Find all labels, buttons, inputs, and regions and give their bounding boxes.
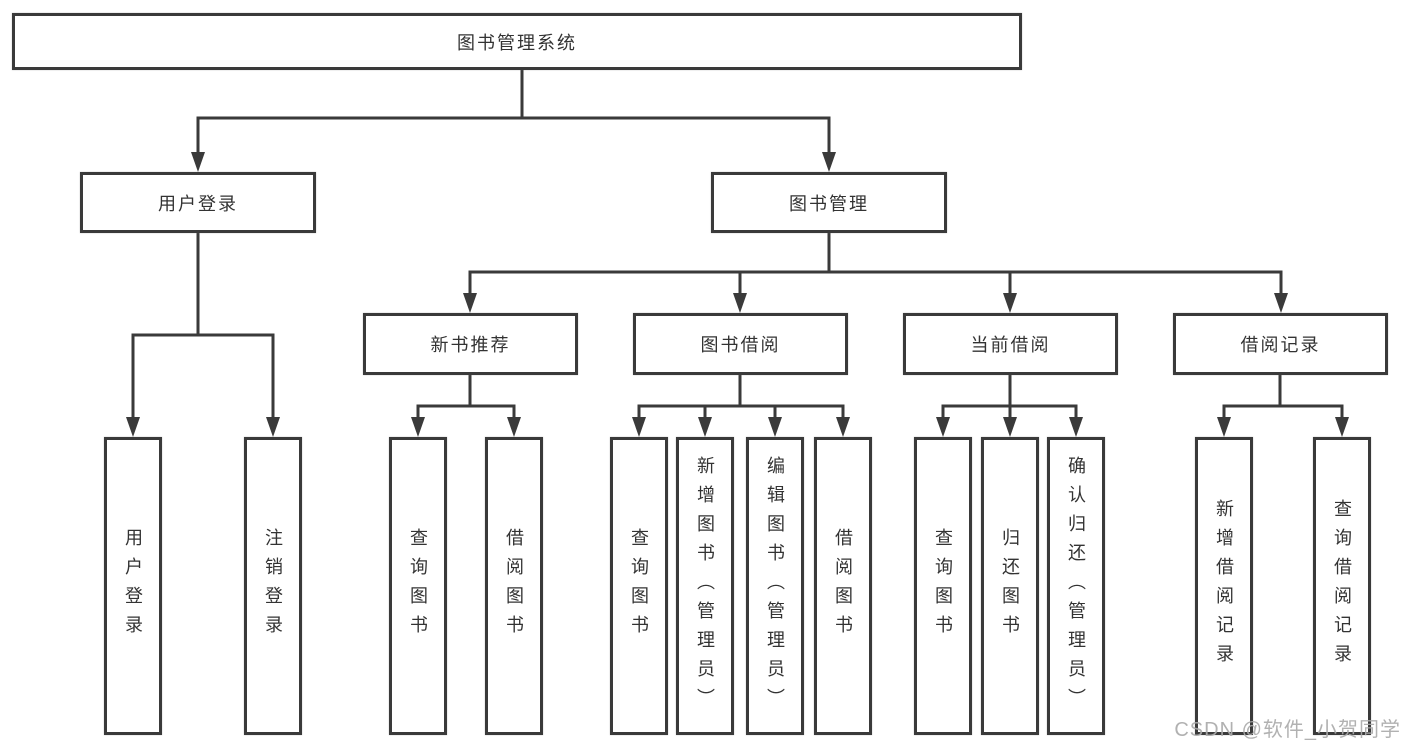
leaf-label: 编辑图书（管理员）	[765, 455, 785, 717]
node-user-login: 用户登录	[80, 172, 316, 233]
node-label: 图书管理	[789, 193, 869, 214]
leaf-edit-books-admin: 编辑图书（管理员）	[746, 437, 804, 735]
leaf-label: 用户登录	[123, 528, 143, 644]
leaf-borrowing-borrow-books: 借阅图书	[814, 437, 872, 735]
leaf-label: 归还图书	[1000, 528, 1020, 644]
leaf-label: 查询图书	[629, 528, 649, 644]
leaf-label: 注销登录	[263, 528, 283, 644]
node-book-management: 图书管理	[711, 172, 947, 233]
node-library-management-system: 图书管理系统	[12, 13, 1022, 70]
node-label: 图书借阅	[700, 335, 781, 355]
leaf-borrowing-query-books: 查询图书	[610, 437, 668, 735]
leaf-label: 新增借阅记录	[1214, 499, 1234, 673]
leaf-label: 查询图书	[933, 528, 953, 644]
node-borrowing-records: 借阅记录	[1173, 313, 1388, 375]
leaf-add-books-admin: 新增图书（管理员）	[676, 437, 734, 735]
leaf-label: 确认归还（管理员）	[1066, 455, 1086, 717]
node-new-book-recommendation: 新书推荐	[363, 313, 578, 375]
node-label: 新书推荐	[430, 335, 511, 355]
node-label: 用户登录	[158, 193, 238, 214]
node-label: 图书管理系统	[457, 32, 577, 53]
node-book-borrowing: 图书借阅	[633, 313, 848, 375]
leaf-label: 查询借阅记录	[1332, 499, 1352, 673]
tree-edges	[131, 70, 1344, 423]
leaf-query-borrow-record: 查询借阅记录	[1313, 437, 1371, 735]
leaf-add-borrow-record: 新增借阅记录	[1195, 437, 1253, 735]
leaf-recommend-borrow-books: 借阅图书	[485, 437, 543, 735]
csdn-watermark: CSDN @软件_小贺同学	[1174, 719, 1401, 741]
arrowheads	[126, 152, 1349, 437]
node-label: 当前借阅	[970, 335, 1051, 355]
leaf-logout: 注销登录	[244, 437, 302, 735]
leaf-label: 查询图书	[408, 528, 428, 644]
leaf-confirm-return-admin: 确认归还（管理员）	[1047, 437, 1105, 735]
leaf-user-login: 用户登录	[104, 437, 162, 735]
leaf-current-query-books: 查询图书	[914, 437, 972, 735]
node-current-borrowing: 当前借阅	[903, 313, 1118, 375]
leaf-recommend-query-books: 查询图书	[389, 437, 447, 735]
leaf-label: 借阅图书	[833, 528, 853, 644]
leaf-return-books: 归还图书	[981, 437, 1039, 735]
leaf-label: 新增图书（管理员）	[695, 455, 715, 717]
node-label: 借阅记录	[1240, 335, 1321, 355]
leaf-label: 借阅图书	[504, 528, 524, 644]
